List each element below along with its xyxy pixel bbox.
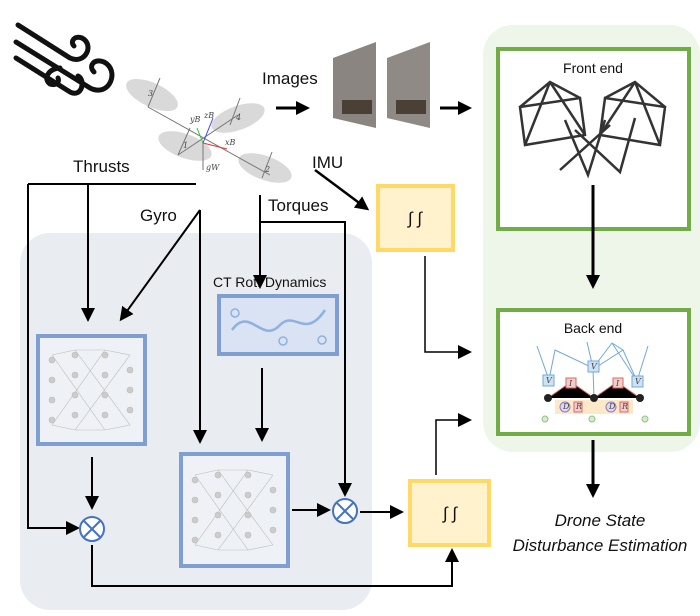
axis-label: yB bbox=[189, 115, 201, 124]
rotor-label: 2 bbox=[264, 165, 270, 174]
torques-label: Torques bbox=[268, 196, 328, 215]
output-disturbance-estimation: Disturbance Estimation bbox=[513, 536, 688, 555]
axis-label: xB bbox=[225, 138, 236, 147]
back-end-label: Back end bbox=[564, 320, 622, 336]
output-drone-state: Drone State bbox=[555, 511, 646, 530]
integrator-box-output bbox=[408, 479, 491, 547]
camera-image-2 bbox=[387, 42, 430, 128]
integrator-box-imu bbox=[376, 184, 455, 252]
wind-icon bbox=[13, 22, 115, 96]
node-label: R bbox=[575, 402, 582, 411]
thrusts-label: Thrusts bbox=[73, 157, 130, 176]
node-label: D bbox=[562, 402, 570, 411]
rotor-label: 3 bbox=[148, 89, 153, 98]
multiply-operator-icon bbox=[79, 516, 105, 542]
images-label: Images bbox=[262, 69, 318, 88]
camera-frustum-icon bbox=[518, 80, 667, 179]
node-label: V bbox=[635, 377, 642, 386]
integrator-label: ∫ ∫ bbox=[442, 504, 458, 523]
front-end-label: Front end bbox=[563, 60, 623, 76]
neural-network-box-thrusts bbox=[36, 334, 147, 446]
quadrotor-icon: 3 2 1 4 yB zB xB gW bbox=[126, 77, 292, 183]
node-label: R bbox=[621, 402, 628, 411]
node-label: I bbox=[615, 379, 620, 388]
ct-rot-dynamics-box bbox=[217, 294, 339, 356]
imu-label: IMU bbox=[312, 153, 343, 172]
gyro-label: Gyro bbox=[140, 206, 177, 225]
rotor-label: 4 bbox=[235, 113, 241, 122]
node-label: V bbox=[591, 362, 598, 371]
factor-graph-icon: V I V I V D R D R bbox=[536, 341, 649, 423]
axis-label: gW bbox=[206, 163, 220, 172]
ct-rot-dynamics-label: CT Rot. Dynamics bbox=[213, 274, 326, 290]
camera-image-1 bbox=[333, 42, 376, 128]
neural-network-box-gyro bbox=[179, 452, 290, 568]
integrator-label: ∫ ∫ bbox=[407, 209, 423, 228]
node-label: I bbox=[568, 379, 573, 388]
rotor-label: 1 bbox=[183, 141, 188, 150]
axis-label: zB bbox=[203, 111, 214, 120]
multiply-operator-icon bbox=[332, 498, 358, 524]
node-label: V bbox=[546, 376, 553, 385]
node-label: D bbox=[608, 402, 616, 411]
